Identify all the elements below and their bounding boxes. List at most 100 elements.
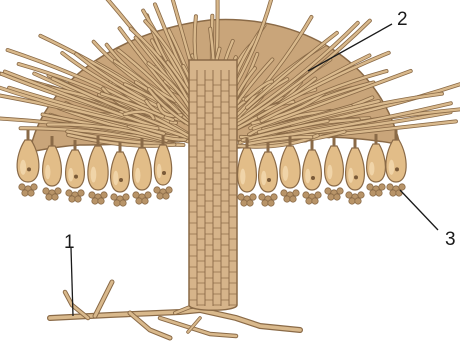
label-cap: 2 (397, 9, 408, 30)
callout-3: 3 (400, 190, 456, 250)
sac-highlight (113, 171, 118, 185)
sac-body (66, 150, 85, 188)
spore (284, 196, 290, 202)
sac-highlight (283, 166, 289, 181)
spore (78, 190, 84, 196)
sac-nucleus (119, 178, 123, 182)
spore (55, 188, 61, 194)
sac-nucleus (267, 178, 271, 182)
spore (349, 198, 355, 204)
spore (390, 190, 396, 196)
sac-nucleus (74, 175, 78, 179)
sac-highlight (369, 162, 374, 176)
spore (92, 198, 98, 204)
label-spore-cluster: 3 (445, 229, 456, 250)
spore (98, 198, 104, 204)
sac-highlight (45, 165, 50, 179)
sac-nucleus (162, 171, 166, 175)
spore (241, 200, 247, 206)
spore (43, 188, 49, 194)
spore (101, 192, 107, 198)
spore (376, 190, 382, 196)
sac-body (111, 152, 130, 192)
spore (166, 187, 172, 193)
sac-body (133, 148, 152, 190)
spore (52, 194, 58, 200)
spore-sac (303, 140, 322, 204)
sac-body (367, 144, 386, 182)
spore (250, 194, 256, 200)
spore (334, 194, 340, 200)
spore (238, 194, 244, 200)
sac-highlight (348, 168, 353, 183)
spore (142, 198, 148, 204)
spore-sac (346, 138, 365, 204)
sac-body (43, 146, 62, 186)
spore (145, 192, 151, 198)
sac-body (154, 145, 171, 185)
sac-body (346, 148, 365, 190)
spore-sac (88, 136, 108, 204)
spore (281, 190, 287, 196)
spore (114, 200, 120, 206)
sac-highlight (135, 168, 140, 183)
sac-body (325, 146, 344, 186)
spore (157, 193, 163, 199)
spore-sac (66, 140, 85, 202)
spore (133, 192, 139, 198)
spore (325, 188, 331, 194)
spore (293, 190, 299, 196)
spore (136, 198, 142, 204)
spore (22, 190, 28, 196)
spore (66, 190, 72, 196)
sac-highlight (240, 169, 245, 185)
spore (89, 192, 95, 198)
spore (290, 196, 296, 202)
spore (154, 187, 160, 193)
sac-highlight (20, 160, 26, 175)
sac-nucleus (311, 176, 315, 180)
spore (387, 184, 393, 190)
spore-sac (133, 138, 152, 204)
spore (123, 194, 129, 200)
spore (337, 188, 343, 194)
spore (306, 198, 312, 204)
spore (247, 200, 253, 206)
spore (69, 196, 75, 202)
spore (268, 200, 274, 206)
spore (46, 194, 52, 200)
spore (259, 194, 265, 200)
spore (163, 193, 169, 199)
spore (262, 200, 268, 206)
sac-highlight (389, 160, 395, 175)
sac-body (238, 148, 257, 192)
spore (358, 192, 364, 198)
spore (367, 184, 373, 190)
spore (111, 194, 117, 200)
sac-nucleus (395, 167, 399, 171)
sac-body (386, 140, 406, 182)
sac-body (280, 146, 300, 188)
sac-nucleus (27, 167, 31, 171)
sac-body (259, 152, 278, 192)
label-mycelium: 1 (64, 232, 75, 253)
spore (346, 192, 352, 198)
spore (19, 184, 25, 190)
spore (303, 192, 309, 198)
sac-body (303, 150, 322, 190)
spore (75, 196, 81, 202)
sac-highlight (91, 167, 97, 183)
spore (28, 190, 34, 196)
spore (328, 194, 334, 200)
sac-highlight (305, 169, 310, 183)
sac-body (88, 146, 108, 190)
spore (370, 190, 376, 196)
sac-highlight (68, 168, 73, 182)
spore (120, 200, 126, 206)
spore (312, 198, 318, 204)
spore-sac (367, 134, 386, 196)
spore (31, 184, 37, 190)
spore (271, 194, 277, 200)
spore-sac (259, 142, 278, 206)
